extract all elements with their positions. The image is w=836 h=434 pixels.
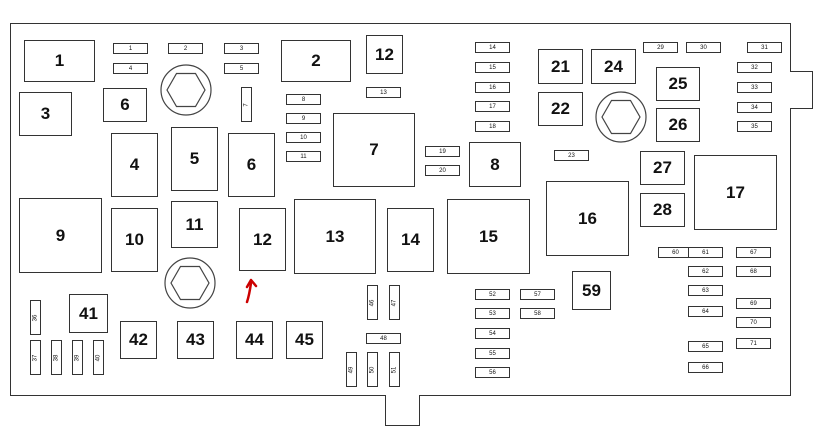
mini-fuse-52: 52	[475, 289, 510, 300]
mini-fuse-15: 15	[475, 62, 510, 73]
right-connector-tab	[790, 71, 813, 109]
mini-fuse-9: 9	[286, 113, 321, 124]
relay-15: 15	[447, 199, 530, 274]
mini-fuse-38: 38	[51, 340, 62, 375]
mini-fuse-1: 1	[113, 43, 148, 54]
bolt-top-right-icon	[595, 91, 647, 143]
relay-17: 17	[694, 155, 777, 230]
fuse-21: 21	[538, 49, 583, 84]
mini-fuse-68: 68	[736, 266, 771, 277]
fuse-11: 11	[171, 201, 218, 248]
relay-14: 14	[387, 208, 434, 272]
mini-fuse-7: 7	[241, 87, 252, 122]
mini-fuse-67: 67	[736, 247, 771, 258]
relay-16: 16	[546, 181, 629, 256]
mini-fuse-70: 70	[736, 317, 771, 328]
fuse-12-top: 12	[366, 35, 403, 74]
fuse-43: 43	[177, 321, 214, 359]
fuse-3: 3	[19, 92, 72, 136]
mini-fuse-51: 51	[389, 352, 400, 387]
relay-9: 9	[19, 198, 102, 273]
mini-fuse-64: 64	[688, 306, 723, 317]
mini-fuse-37: 37	[30, 340, 41, 375]
fuse-24: 24	[591, 49, 636, 84]
relay-13: 13	[294, 199, 376, 274]
mini-fuse-18: 18	[475, 121, 510, 132]
relay-4: 4	[111, 133, 158, 197]
fuse-26: 26	[656, 108, 700, 142]
fuse-25: 25	[656, 67, 700, 101]
mini-fuse-8: 8	[286, 94, 321, 105]
mini-fuse-5: 5	[224, 63, 259, 74]
mini-fuse-54: 54	[475, 328, 510, 339]
mini-fuse-61: 61	[688, 247, 723, 258]
fuse-27: 27	[640, 151, 685, 185]
mini-fuse-32: 32	[737, 62, 772, 73]
mini-fuse-10: 10	[286, 132, 321, 143]
relay-10: 10	[111, 208, 158, 272]
mini-fuse-63: 63	[688, 285, 723, 296]
mini-fuse-34: 34	[737, 102, 772, 113]
bolt-top-left-icon	[160, 64, 212, 116]
mini-fuse-23: 23	[554, 150, 589, 161]
fuse-44: 44	[236, 321, 273, 359]
mini-fuse-13: 13	[366, 87, 401, 98]
relay-2: 2	[281, 40, 351, 82]
mini-fuse-55: 55	[475, 348, 510, 359]
relay-1: 1	[24, 40, 95, 82]
relay-5: 5	[171, 127, 218, 191]
fuse-22: 22	[538, 92, 583, 126]
mini-fuse-50: 50	[367, 352, 378, 387]
mini-fuse-71: 71	[736, 338, 771, 349]
mini-fuse-2: 2	[168, 43, 203, 54]
mini-fuse-46: 46	[367, 285, 378, 320]
fuse-45: 45	[286, 321, 323, 359]
mini-fuse-20: 20	[425, 165, 460, 176]
relay-8: 8	[469, 142, 521, 187]
mini-fuse-62: 62	[688, 266, 723, 277]
mini-fuse-57: 57	[520, 289, 555, 300]
mini-fuse-49: 49	[346, 352, 357, 387]
relay-7: 7	[333, 113, 415, 187]
mini-fuse-35: 35	[737, 121, 772, 132]
bolt-bottom-icon	[164, 257, 216, 309]
fuse-41: 41	[69, 294, 108, 333]
mini-fuse-14: 14	[475, 42, 510, 53]
mini-fuse-19: 19	[425, 146, 460, 157]
relay-6: 6	[228, 133, 275, 197]
mini-fuse-66: 66	[688, 362, 723, 373]
mini-fuse-17: 17	[475, 101, 510, 112]
fuse-59: 59	[572, 271, 611, 310]
mini-fuse-31: 31	[747, 42, 782, 53]
mini-fuse-36: 36	[30, 300, 41, 335]
mini-fuse-65: 65	[688, 341, 723, 352]
mini-fuse-29: 29	[643, 42, 678, 53]
red-arrow-icon	[245, 278, 258, 304]
mini-fuse-48: 48	[366, 333, 401, 344]
mini-fuse-33: 33	[737, 82, 772, 93]
mini-fuse-53: 53	[475, 308, 510, 319]
mini-fuse-30: 30	[686, 42, 721, 53]
mini-fuse-11: 11	[286, 151, 321, 162]
fuse-6-top: 6	[103, 88, 147, 122]
mini-fuse-56: 56	[475, 367, 510, 378]
mini-fuse-58: 58	[520, 308, 555, 319]
mini-fuse-3: 3	[224, 43, 259, 54]
mini-fuse-69: 69	[736, 298, 771, 309]
fuse-42: 42	[120, 321, 157, 359]
mini-fuse-39: 39	[72, 340, 83, 375]
mini-fuse-16: 16	[475, 82, 510, 93]
relay-12: 12	[239, 208, 286, 271]
mini-fuse-4: 4	[113, 63, 148, 74]
mini-fuse-47: 47	[389, 285, 400, 320]
mini-fuse-40: 40	[93, 340, 104, 375]
fuse-28: 28	[640, 193, 685, 227]
bottom-connector-tab	[385, 395, 420, 426]
